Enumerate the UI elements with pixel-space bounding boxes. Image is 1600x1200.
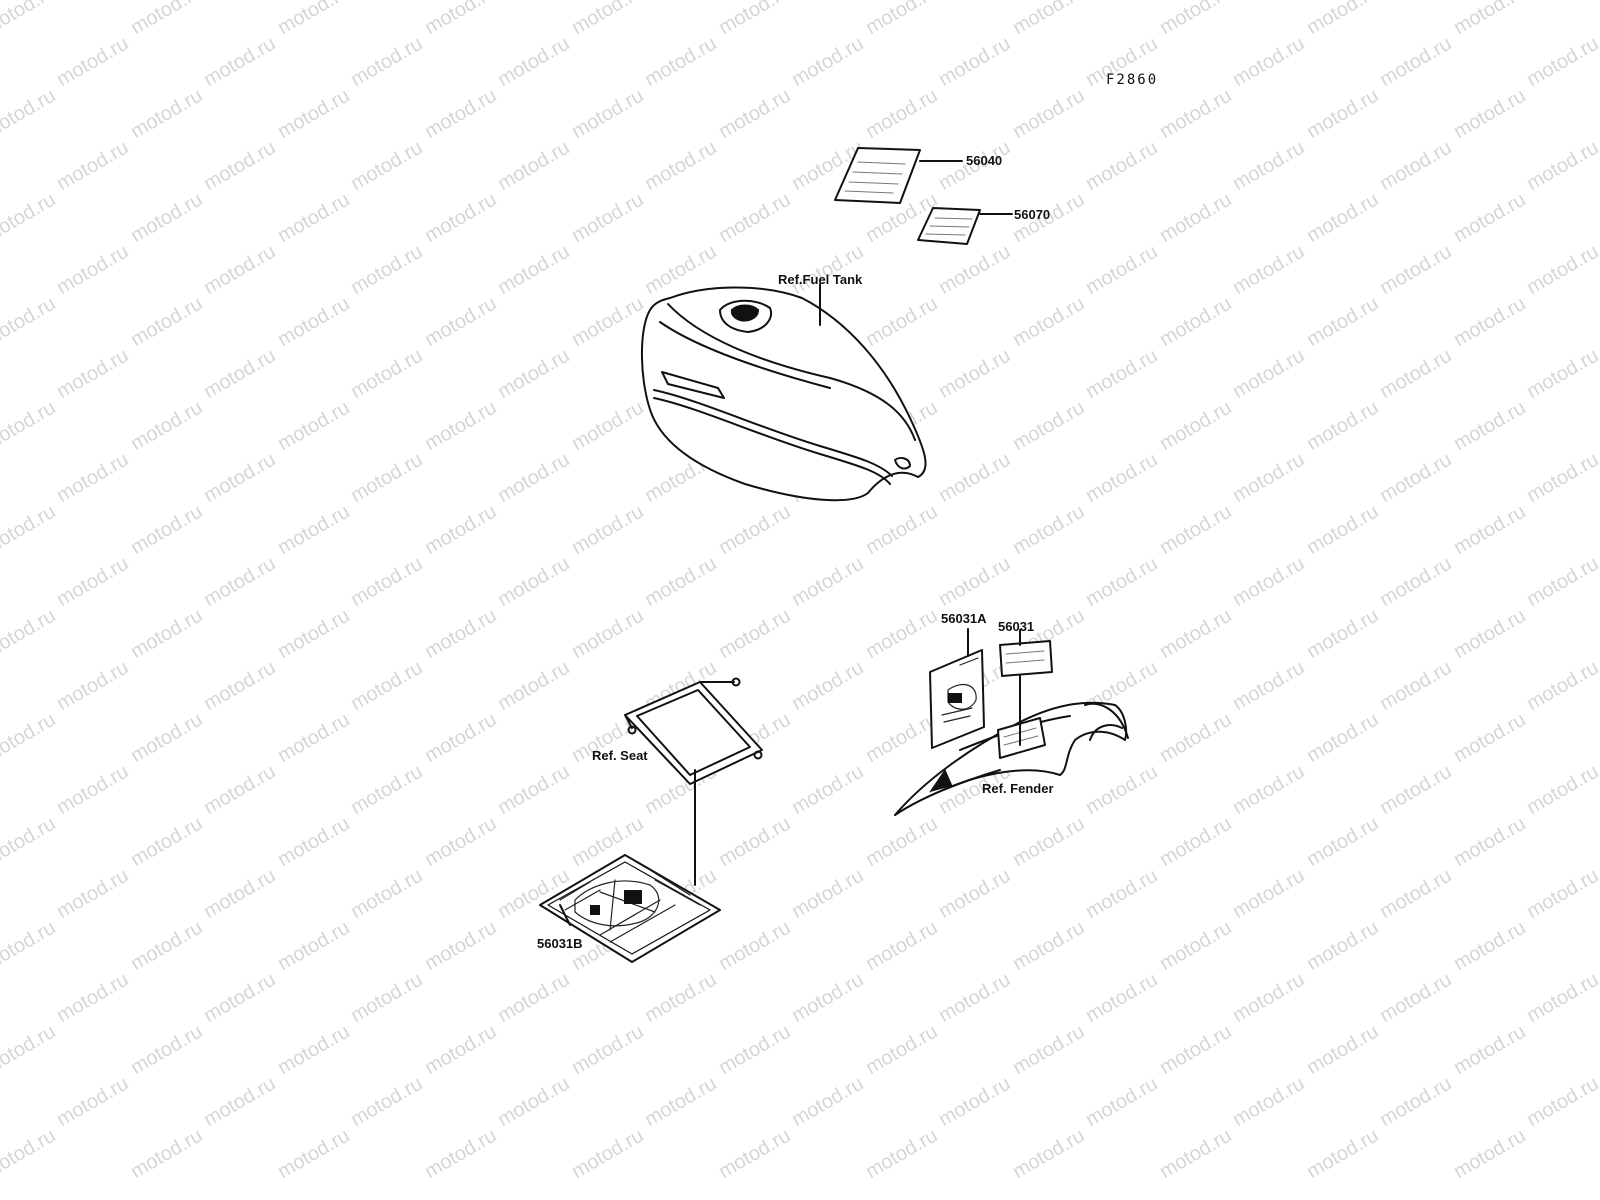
decal-56070: [917, 207, 1013, 245]
fuel-tank: [640, 283, 927, 502]
decal-56031A: [929, 628, 985, 749]
decal-56031: [999, 629, 1053, 746]
seat-pan: [624, 677, 763, 886]
label-ref-seat: Ref. Seat: [592, 748, 648, 763]
leader-56031B: [559, 904, 571, 926]
label-ref-fender: Ref. Fender: [982, 781, 1054, 796]
label-56031B: 56031B: [537, 936, 583, 951]
label-56040: 56040: [966, 153, 1003, 168]
label-56031: 56031: [998, 619, 1035, 634]
label-56070: 56070: [1014, 207, 1051, 222]
label-56031A: 56031A: [941, 611, 987, 626]
rear-fender: [894, 701, 1129, 816]
decal-56031B: [539, 854, 721, 963]
figure-number: F2860: [1106, 72, 1159, 88]
label-ref-fuel-tank: Ref.Fuel Tank: [778, 272, 863, 287]
decal-56040: [834, 147, 963, 204]
